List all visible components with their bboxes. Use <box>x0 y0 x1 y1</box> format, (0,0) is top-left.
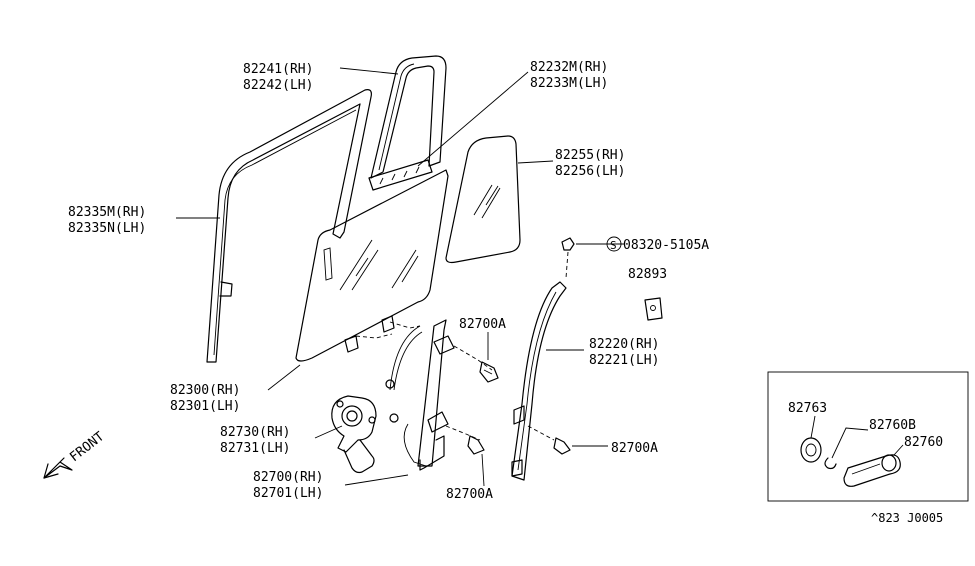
callout-82700a-top: 82700A <box>459 317 506 332</box>
callout-82760b: 82760B <box>869 418 916 433</box>
regulator-motor-82730 <box>331 395 377 474</box>
callout-82221-lh: 82221(LH) <box>589 353 659 368</box>
callout-82300-rh: 82300(RH) <box>170 383 240 398</box>
callout-82893: 82893 <box>628 267 667 282</box>
handle-escutcheon-82763 <box>800 437 822 463</box>
front-arrow-icon <box>43 457 73 479</box>
callout-82700a-bottom: 82700A <box>446 487 493 502</box>
screw-08320 <box>561 237 575 279</box>
callout-82335n-lh: 82335N(LH) <box>68 221 146 236</box>
callout-82700-rh: 82700(RH) <box>253 470 323 485</box>
callout-82700a-right: 82700A <box>611 441 658 456</box>
rear-guide-82220 <box>511 281 567 481</box>
callout-82255-rh: 82255(RH) <box>555 148 625 163</box>
callout-82731-lh: 82731(LH) <box>220 441 290 456</box>
door-glass-82300 <box>295 169 449 362</box>
window-regulator-82700 <box>355 319 493 471</box>
callout-82763: 82763 <box>788 401 827 416</box>
callout-82220-rh: 82220(RH) <box>589 337 659 352</box>
leader-lines <box>176 67 904 487</box>
callout-82241-rh: 82241(RH) <box>243 62 313 77</box>
corner-window-seal-82241 <box>368 55 447 191</box>
callout-08320-5105a: 08320-5105A <box>623 238 709 253</box>
callout-82701-lh: 82701(LH) <box>253 486 323 501</box>
callout-82232m-rh: 82232M(RH) <box>530 60 608 75</box>
callout-82256-lh: 82256(LH) <box>555 164 625 179</box>
bolt-82700a-top <box>479 361 499 383</box>
window-handle-inset <box>767 371 969 502</box>
callout-82335m-rh: 82335M(RH) <box>68 205 146 220</box>
clip-82893 <box>644 297 663 321</box>
door-sash-run-82335 <box>206 89 372 363</box>
window-handle-82760 <box>843 454 901 487</box>
callout-82242-lh: 82242(LH) <box>243 78 313 93</box>
front-label: FRONT <box>67 429 107 465</box>
bolt-82700a-bottom <box>467 435 485 455</box>
standard-part-symbol-letter: S <box>610 239 617 252</box>
callout-82301-lh: 82301(LH) <box>170 399 240 414</box>
callout-82760: 82760 <box>904 435 943 450</box>
callout-82233m-lh: 82233M(LH) <box>530 76 608 91</box>
diagram-code: ^823 J0005 <box>871 511 943 525</box>
handle-clip-82760b <box>824 457 837 470</box>
corner-glass-82255 <box>445 135 521 264</box>
standard-part-symbol <box>606 236 622 252</box>
callout-82730-rh: 82730(RH) <box>220 425 290 440</box>
bolt-82700a-right <box>527 425 571 455</box>
